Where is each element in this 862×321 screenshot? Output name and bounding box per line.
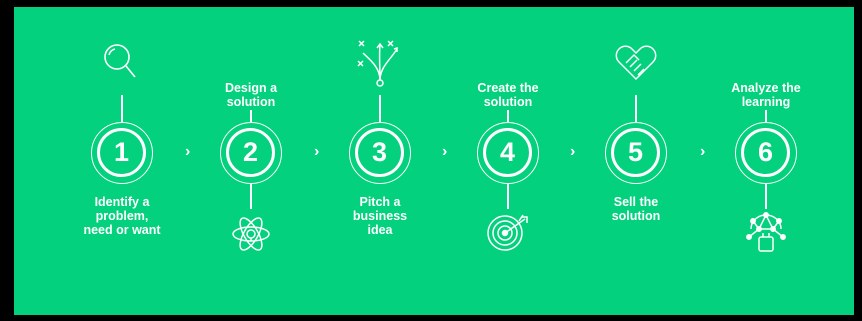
step-label: Pitch a business idea	[352, 195, 408, 237]
step-number: 1	[97, 128, 146, 177]
step-circle: 5	[605, 122, 667, 184]
magnifier-icon	[97, 37, 147, 87]
step-circle: 2	[220, 122, 282, 184]
connector-line	[765, 184, 767, 209]
step-2: Design a solution 2	[183, 7, 323, 315]
step-circle: 3	[349, 122, 411, 184]
connector-line	[121, 95, 123, 122]
step-label: Analyze the learning	[731, 81, 801, 109]
step-label: Design a solution	[224, 81, 278, 109]
connector-line	[379, 95, 381, 122]
step-3: 3 Pitch a business idea	[312, 7, 452, 315]
step-4: Create the solution 4	[440, 7, 580, 315]
chevron-right-icon: ›	[442, 143, 448, 160]
connector-line	[507, 110, 509, 122]
step-1: 1 Identify a problem, need or want	[54, 7, 194, 315]
target-icon	[483, 207, 533, 257]
step-number: 6	[741, 128, 790, 177]
chevron-right-icon: ›	[185, 143, 191, 160]
step-label: Create the solution	[477, 81, 539, 109]
connector-line	[765, 110, 767, 122]
step-number: 3	[355, 128, 404, 177]
step-label: Sell the solution	[611, 195, 661, 223]
step-label: Identify a problem, need or want	[83, 195, 161, 237]
atom-idea-icon	[226, 207, 276, 257]
step-number: 2	[226, 128, 275, 177]
step-circle: 4	[477, 122, 539, 184]
step-circle: 6	[735, 122, 797, 184]
step-5: 5 Sell the solution	[568, 7, 708, 315]
process-panel: 1 Identify a problem, need or want › Des…	[14, 7, 854, 315]
network-brain-icon	[741, 207, 791, 257]
step-number: 4	[483, 128, 532, 177]
step-number: 5	[611, 128, 660, 177]
connector-line	[507, 184, 509, 209]
handshake-icon	[611, 37, 661, 87]
chevron-right-icon: ›	[570, 143, 576, 160]
step-circle: 1	[91, 122, 153, 184]
strategy-arrows-icon	[355, 37, 405, 87]
step-6: Analyze the learning 6	[698, 7, 838, 315]
connector-line	[250, 184, 252, 209]
connector-line	[635, 95, 637, 122]
connector-line	[250, 110, 252, 122]
chevron-right-icon: ›	[700, 143, 706, 160]
chevron-right-icon: ›	[314, 143, 320, 160]
